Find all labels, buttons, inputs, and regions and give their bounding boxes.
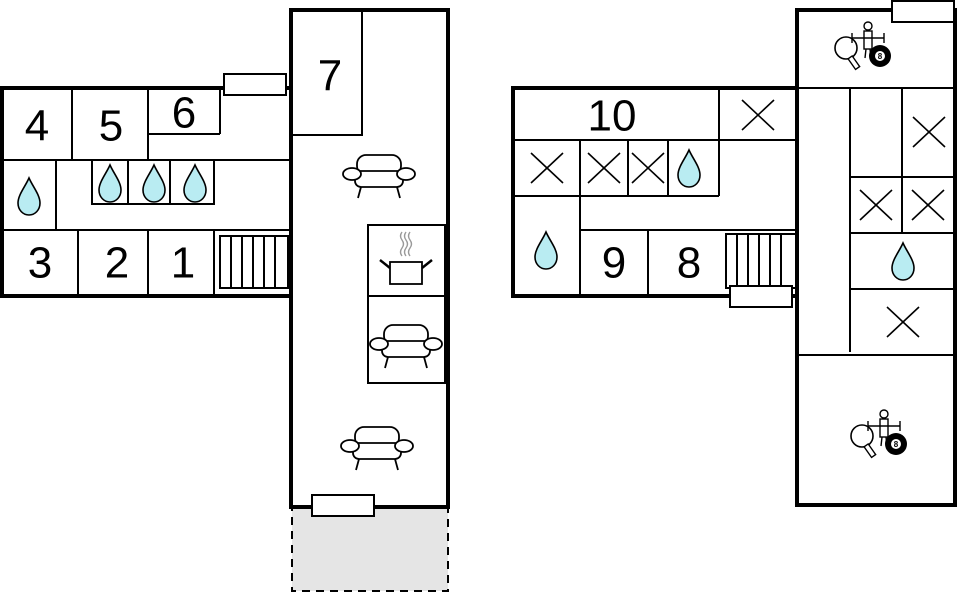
- cross-icon: [886, 306, 920, 338]
- games-icon: [834, 21, 892, 71]
- water-drop-icon: [891, 242, 915, 281]
- water-drop-icon: [142, 164, 166, 203]
- games-hall-walls: [795, 8, 957, 507]
- cross-icon: [530, 152, 564, 184]
- cross-icon: [912, 116, 946, 148]
- left-wing-walls: [0, 86, 291, 298]
- sofa-icon: [340, 426, 414, 471]
- room-10-number: 10: [588, 92, 637, 141]
- room-9-number: 9: [602, 239, 626, 288]
- cross-icon: [859, 189, 893, 221]
- cross-icon: [911, 189, 945, 221]
- water-drop-icon: [98, 164, 122, 203]
- living-hall-walls: [289, 8, 450, 509]
- sofa-icon: [369, 324, 443, 369]
- right-building: 10 9 8: [511, 0, 957, 507]
- cross-icon: [741, 99, 775, 131]
- window: [223, 73, 287, 96]
- cross-icon: [631, 152, 665, 184]
- cooking-pot-icon: [378, 230, 434, 286]
- water-drop-icon: [183, 164, 207, 203]
- room-4-number: 4: [25, 102, 49, 151]
- water-drop-icon: [534, 231, 558, 270]
- window: [729, 285, 793, 308]
- room-1-number: 1: [171, 239, 195, 288]
- sofa-icon: [342, 154, 416, 199]
- room-6-number: 6: [172, 89, 196, 138]
- window: [891, 0, 955, 23]
- cross-icon: [587, 152, 621, 184]
- room-2-number: 2: [105, 239, 129, 288]
- room-8-number: 8: [677, 239, 701, 288]
- water-drop-icon: [17, 177, 41, 216]
- window: [311, 494, 375, 517]
- terrace: [291, 506, 449, 592]
- room-3-number: 3: [28, 239, 52, 288]
- water-drop-icon: [677, 149, 701, 188]
- games-icon: [850, 409, 908, 459]
- left-building: 4 5 6 3 2 1 7: [0, 8, 450, 592]
- room-5-number: 5: [99, 102, 123, 151]
- room-7-number: 7: [318, 52, 342, 101]
